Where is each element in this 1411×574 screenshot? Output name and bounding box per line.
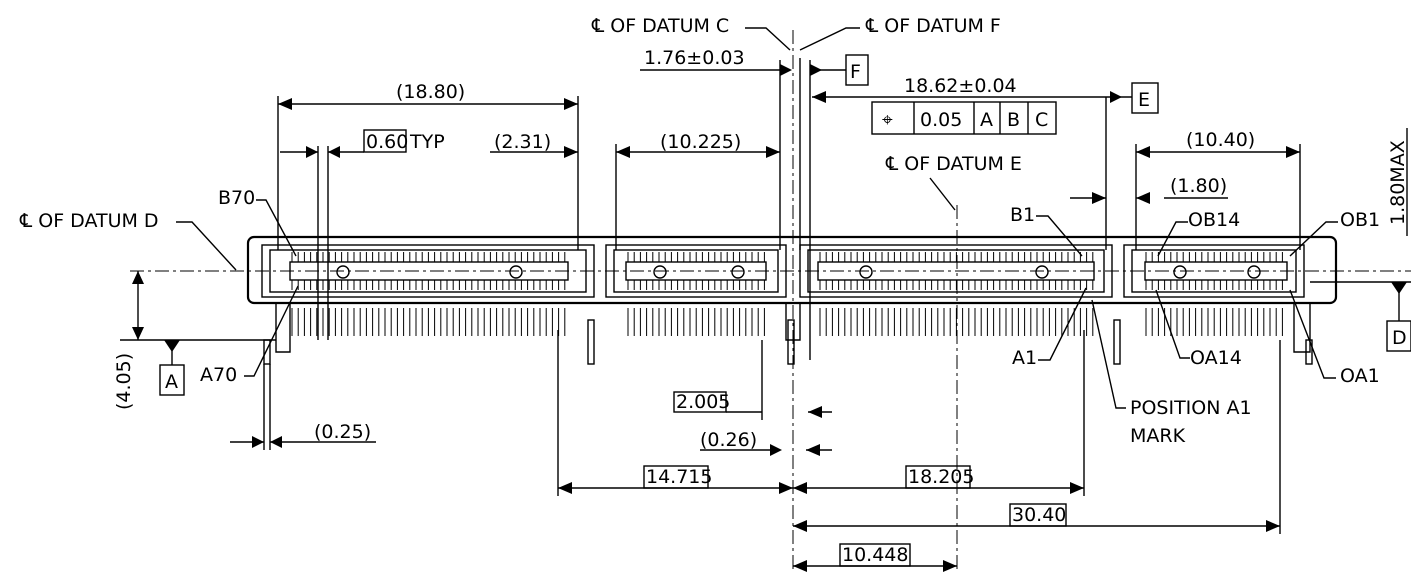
pin-label-b1: B1	[1010, 204, 1035, 226]
dim-1-80: (1.80)	[1170, 175, 1227, 197]
datum-a-flag-letter: A	[165, 371, 178, 393]
dim-30-40: 30.40	[1012, 504, 1066, 526]
tolerance-ref-a: A	[980, 109, 993, 131]
pin-label-ob14: OB14	[1188, 209, 1240, 231]
dim-10-40: (10.40)	[1186, 129, 1255, 151]
pin-label-ob1: OB1	[1340, 209, 1380, 231]
dim-0-26: (0.26)	[700, 429, 757, 451]
dim-2-31: (2.31)	[494, 131, 551, 153]
datum-e-flag-letter: E	[1138, 89, 1150, 111]
datum-f-flag-letter: F	[850, 61, 861, 83]
dim-1-76: 1.76±0.03	[644, 47, 745, 69]
pin-label-a70: A70	[200, 364, 237, 386]
dim-18-205: 18.205	[908, 466, 974, 488]
datum-f-label: ℄ OF DATUM F	[865, 15, 1001, 37]
datum-e-label: ℄ OF DATUM E	[885, 153, 1022, 175]
pin-label-mark: MARK	[1130, 425, 1186, 447]
feature-control-frame: ⌖ 0.05 A B C	[871, 101, 1057, 135]
tolerance-ref-b: B	[1007, 109, 1020, 131]
centerlines	[130, 30, 1411, 570]
pin-label-b70: B70	[218, 187, 255, 209]
datum-e-flag	[1131, 82, 1159, 114]
pin-array	[291, 252, 1283, 336]
dim-2-005: 2.005	[676, 391, 730, 413]
datum-d-label: ℄ OF DATUM D	[19, 210, 159, 232]
pin-label-a1: A1	[1012, 347, 1037, 369]
dim-18-62: 18.62±0.04	[904, 75, 1017, 97]
connector-body	[246, 235, 1338, 365]
datum-c-label: ℄ OF DATUM C	[591, 15, 729, 37]
position-tolerance-icon: ⌖	[882, 109, 893, 131]
dimensions: 1.76±0.03 18.62±0.04 (18.80) 0.60 TYP (2…	[113, 47, 1409, 572]
dim-0-25: (0.25)	[314, 421, 371, 443]
dim-0-60: 0.60	[366, 131, 408, 153]
dim-4-05: (4.05)	[113, 353, 135, 410]
pin-label-oa1: OA1	[1340, 365, 1380, 387]
dim-10-448: 10.448	[842, 544, 908, 566]
pin-label-position-a1: POSITION A1	[1130, 397, 1252, 419]
dim-10-225: (10.225)	[660, 131, 741, 153]
pin-labels: B70 A70 B1 A1 OB14 OB1 OA14 OA1 POSITION…	[200, 187, 1380, 447]
datum-d-flag-letter: D	[1392, 327, 1407, 349]
dim-1-80-max: 1.80MAX	[1387, 140, 1409, 225]
tolerance-ref-c: C	[1035, 109, 1048, 131]
dim-14-715: 14.715	[646, 466, 712, 488]
dim-typ-label: TYP	[409, 131, 445, 153]
pin-label-oa14: OA14	[1190, 347, 1242, 369]
tolerance-value: 0.05	[920, 109, 962, 131]
datum-annotations: ℄ OF DATUM C ℄ OF DATUM F ℄ OF DATUM D ℄…	[19, 15, 1411, 396]
dim-18-80: (18.80)	[396, 81, 465, 103]
